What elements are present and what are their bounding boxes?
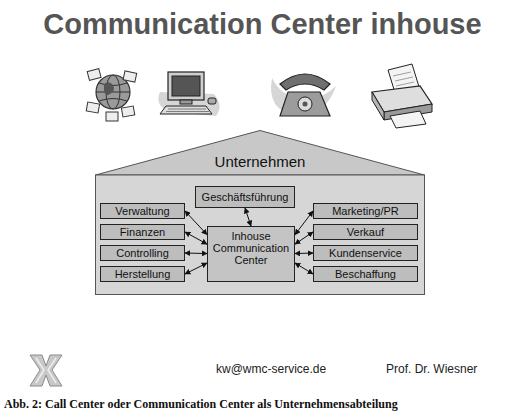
node-label: Finanzen bbox=[120, 226, 165, 238]
node-label: Controlling bbox=[116, 247, 169, 259]
department-box: Finanzen bbox=[100, 224, 185, 240]
globe-icon bbox=[86, 69, 136, 121]
figure-caption: Abb. 2: Call Center oder Communication C… bbox=[4, 397, 398, 412]
department-box: Herstellung bbox=[100, 266, 185, 282]
department-box: Kundenservice bbox=[313, 245, 418, 261]
node-label: Verwaltung bbox=[115, 205, 169, 217]
node-label: Unternehmen bbox=[95, 153, 425, 170]
node-label: Beschaffung bbox=[335, 268, 396, 280]
department-box: Beschaffung bbox=[313, 266, 418, 282]
telephone-icon bbox=[271, 74, 336, 116]
node-label: Inhouse Communication Center bbox=[208, 230, 294, 266]
department-box: Verwaltung bbox=[100, 203, 185, 219]
node-label: Herstellung bbox=[115, 268, 171, 280]
slide-title: Communication Center inhouse bbox=[0, 8, 525, 41]
department-box: Controlling bbox=[100, 245, 185, 261]
house-body bbox=[96, 175, 425, 295]
footer-label: kw@wmc-service.de bbox=[216, 362, 326, 376]
communication-center-box: Inhouse Communication Center bbox=[207, 226, 295, 282]
fax-icon bbox=[372, 64, 432, 128]
company-house: UnternehmenGeschäftsführungVerwaltungFin… bbox=[95, 130, 425, 295]
department-box: Marketing/PR bbox=[313, 203, 418, 219]
computer-icon bbox=[158, 72, 219, 116]
management-box: Geschäftsführung bbox=[195, 186, 295, 208]
roof-shape bbox=[96, 131, 425, 176]
logo-mark bbox=[30, 355, 62, 386]
node-label: Verkauf bbox=[347, 226, 384, 238]
node-label: Marketing/PR bbox=[332, 205, 399, 217]
node-label: Kundenservice bbox=[329, 247, 402, 259]
footer-label: Prof. Dr. Wiesner bbox=[386, 362, 477, 376]
department-box: Verkauf bbox=[313, 224, 418, 240]
node-label: Geschäftsführung bbox=[202, 191, 289, 203]
